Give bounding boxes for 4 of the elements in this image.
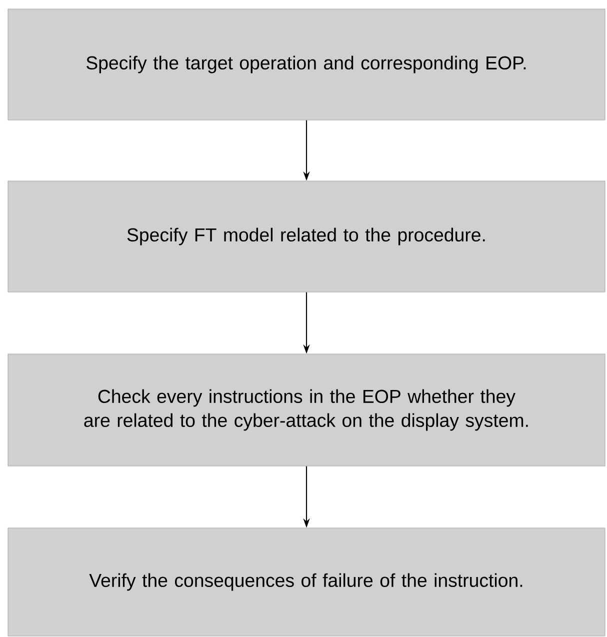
process-box: Specify FT model related to the procedure. — [8, 180, 606, 292]
process-box: Check every instructions in the EOP whether they are related to the cyber-attack on the display system. — [8, 354, 606, 466]
process-box: Verify the consequences of failure of the instruction. — [8, 528, 606, 636]
process-box: Specify the target operation and corresponding EOP. — [8, 8, 606, 120]
